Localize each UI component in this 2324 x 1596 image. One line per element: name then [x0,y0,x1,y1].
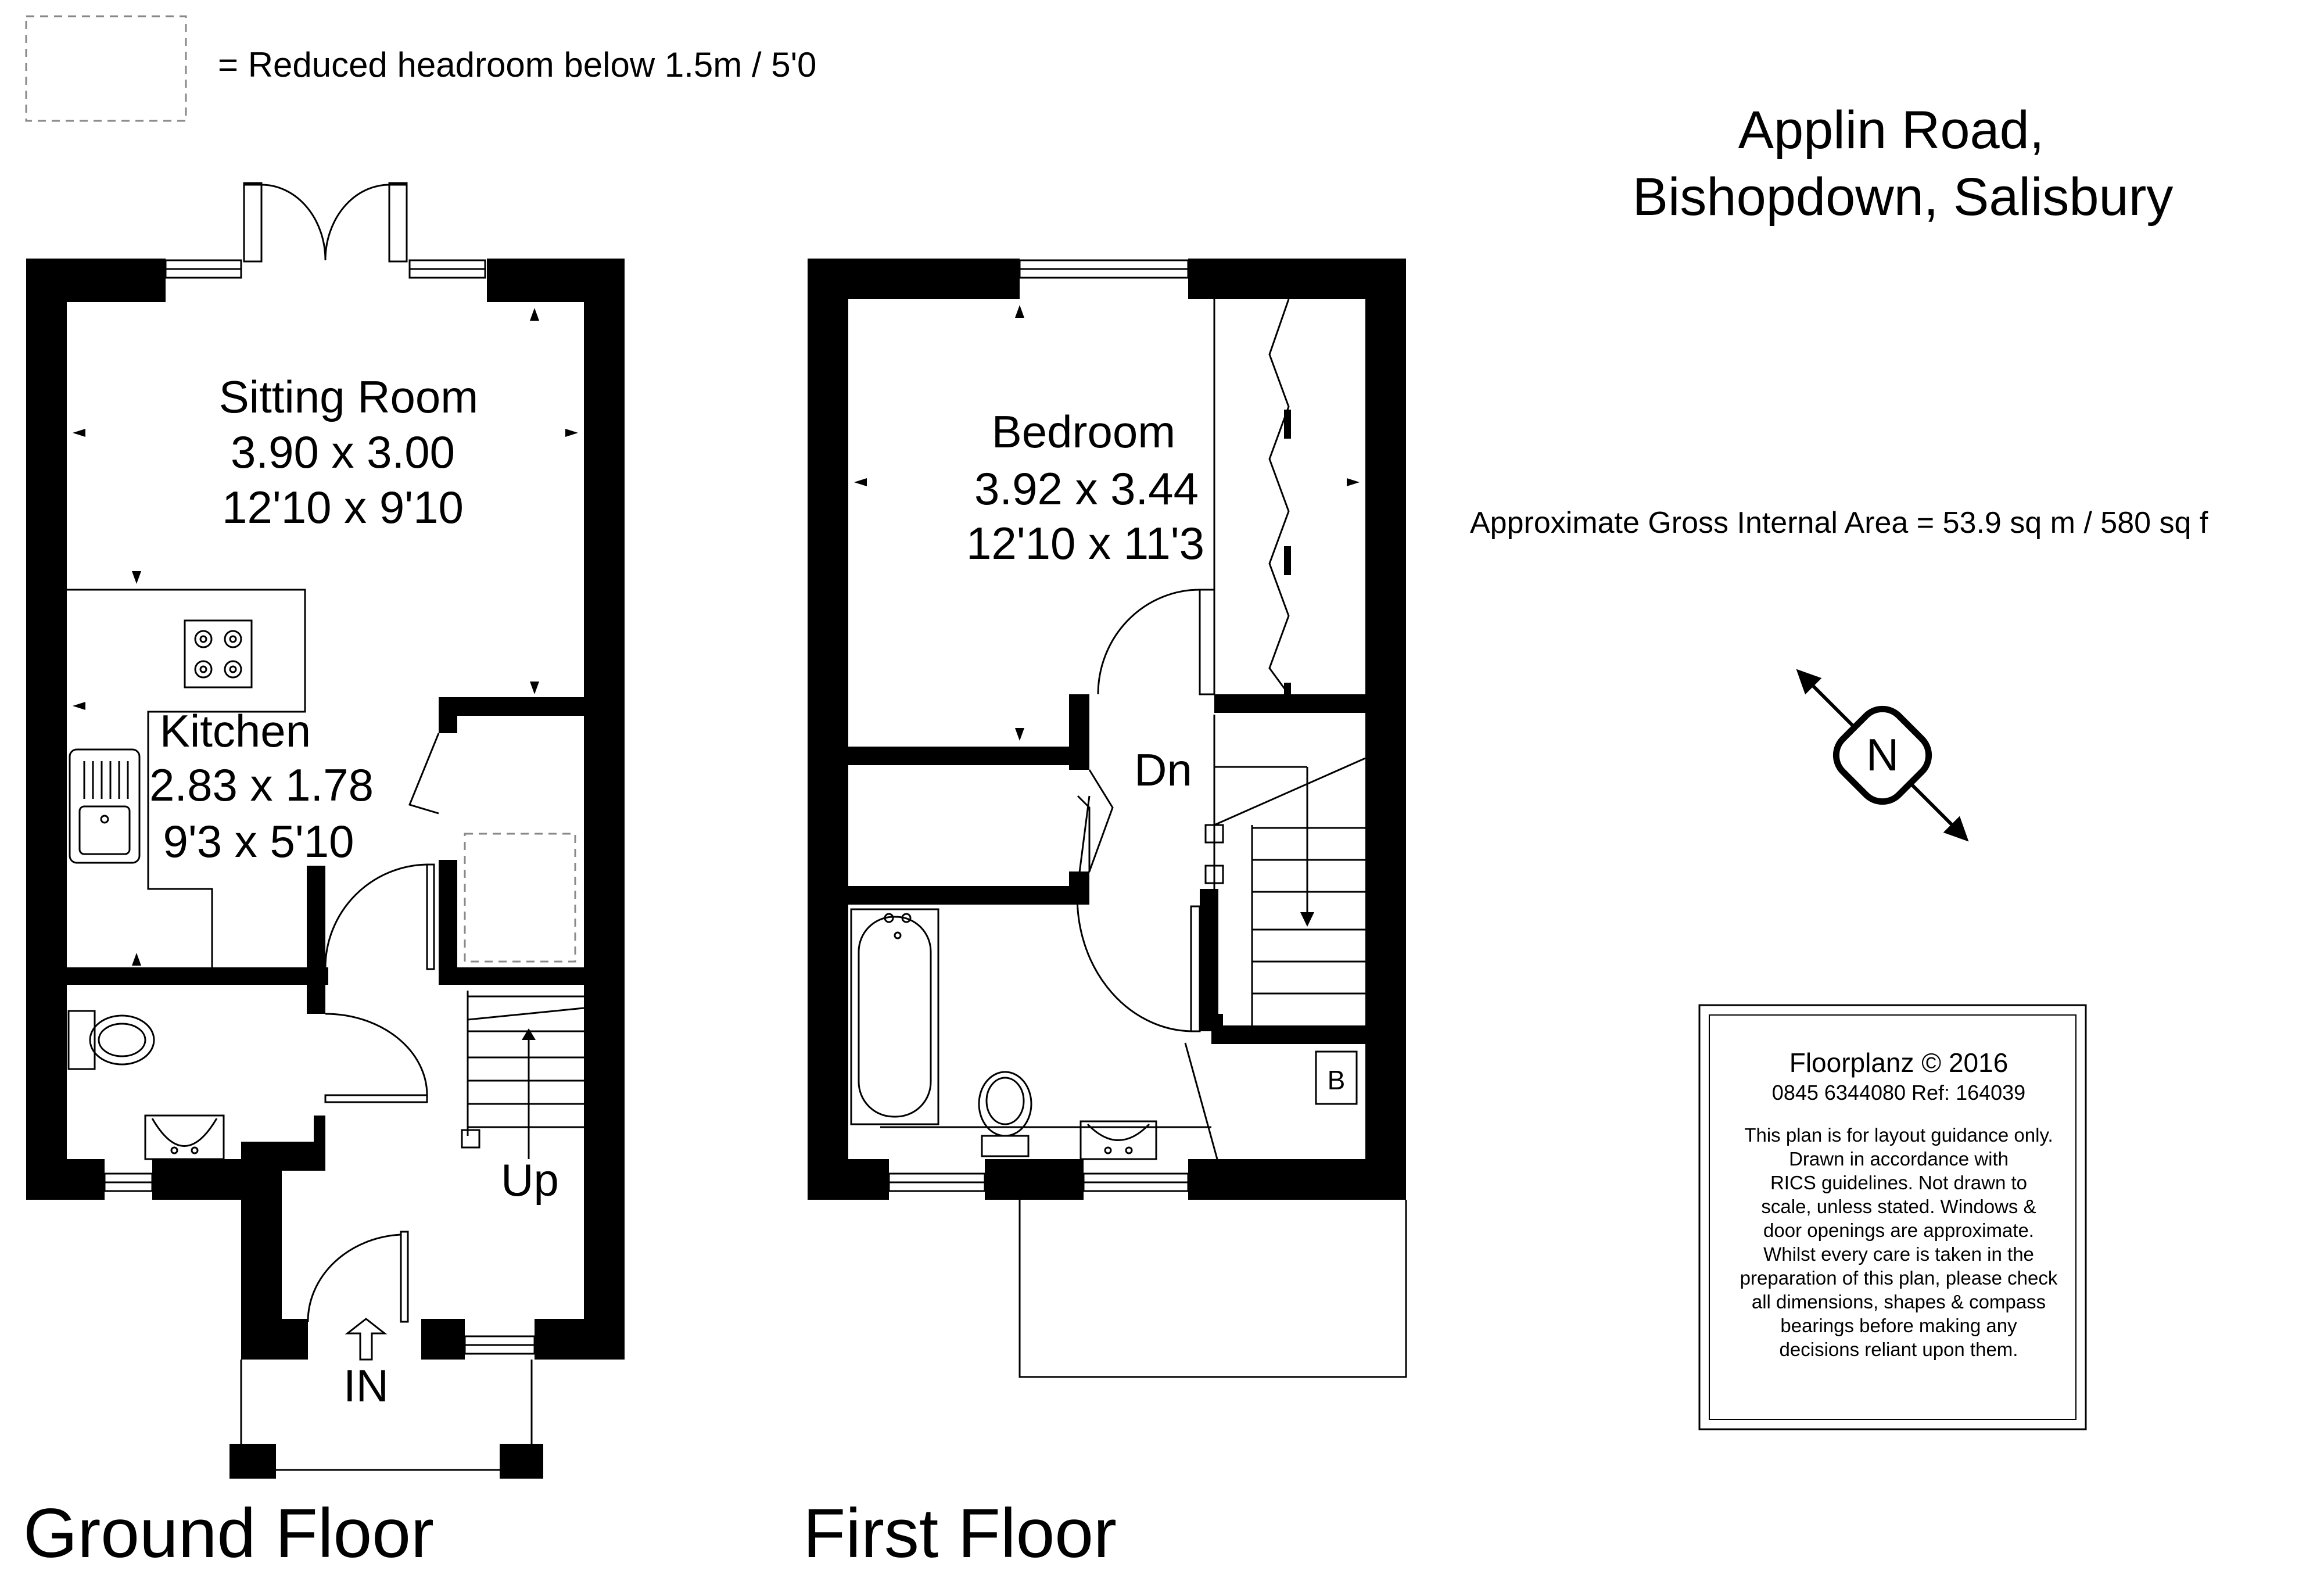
kitchen-metric: 2.83 x 1.78 [149,759,374,810]
porch-post-left [229,1444,276,1479]
bedroom-name: Bedroom [992,406,1176,457]
gf-wall-right [584,259,625,1360]
disclaimer-line: all dimensions, shapes & compass [1752,1291,2046,1312]
ff-wall-bath-landing [1200,889,1218,1031]
compass-label: N [1866,729,1899,780]
first-floor-label: First Floor [803,1494,1117,1572]
gf-reduced-headroom [464,833,576,963]
gf-toilet [67,1010,155,1070]
sitting-room-imperial: 12'10 x 9'10 [222,482,464,533]
kitchen-imperial: 9'3 x 5'10 [163,816,354,867]
kitchen-name: Kitchen [160,705,311,756]
disclaimer-line: decisions reliant upon them. [1780,1339,2018,1360]
ff-wardrobe-doors [1213,299,1291,697]
compass: N [1796,669,1969,842]
disclaimer-line: door openings are approximate. [1763,1220,2034,1241]
bedroom-metric: 3.92 x 3.44 [974,463,1199,514]
gf-wall-cupboard-left [439,716,457,733]
gf-front-door-leaf [400,1231,409,1323]
bedroom-imperial: 12'10 x 11'3 [966,518,1204,569]
ff-wall-left [808,259,848,1200]
reduced-headroom-swatch [25,15,187,122]
ff-wall-right [1365,259,1406,1200]
ff-wall-landing-left-top [1069,694,1089,770]
gf-cupboard-door [408,733,440,815]
disclaimer-line: bearings before making any [1780,1315,2017,1336]
ff-bathroom-door-leaf [1190,905,1201,1032]
ff-bedroom-door-leaf [1199,589,1215,695]
porch-post-right [500,1444,543,1479]
ff-bath [850,908,939,1125]
french-doors [243,182,408,263]
disclaimer-line: scale, unless stated. Windows & [1761,1196,2036,1217]
gf-wall-cupboard-top [439,697,584,716]
gf-wall-porch-bottom-rr [535,1319,625,1360]
gross-internal-area: Approximate Gross Internal Area = 53.9 s… [1470,506,2208,540]
address-line-1: Applin Road, [1738,101,2045,160]
disclaimer-line: preparation of this plan, please check [1740,1267,2058,1289]
disclaimer-line: RICS guidelines. Not drawn to [1770,1172,2027,1193]
hob [184,619,253,688]
gf-wall-cupboard-left2 [439,860,457,985]
sitting-room-name: Sitting Room [219,371,479,422]
kitchen-sink [69,748,141,864]
legend-text: = Reduced headroom below 1.5m / 5'0 [218,45,816,84]
ff-wall-cupboard-bath [848,886,1078,905]
gf-wall-wc-step [241,1142,325,1171]
legend: = Reduced headroom below 1.5m / 5'0 [25,15,816,122]
ff-wall-bedroom-cupboard [848,747,1078,765]
disclaimer-line: This plan is for layout guidance only. [1744,1124,2053,1146]
stairs-down-label: Dn [1134,744,1192,795]
gf-dimension-ticks [73,308,578,966]
ff-wall-bedroom-stairs [1214,694,1365,713]
entrance-label: IN [343,1360,389,1411]
disclaimer-ref: 0845 6344080 Ref: 164039 [1772,1081,2025,1104]
ground-floor-label: Ground Floor [23,1494,434,1572]
compass-badge [1832,705,1932,805]
ff-airing-door [1184,1042,1218,1160]
kitchen-worktop [67,589,306,967]
ground-floor-plan: Sitting Room 3.90 x 3.00 12'10 x 9'10 Ki… [23,182,625,1572]
gf-wall-cupboard-bottom [439,967,584,985]
gf-wall-porch-bottom-l [241,1319,308,1360]
first-floor-plan: B [803,259,1407,1572]
disclaimer-title: Floorplanz © 2016 [1789,1048,2009,1078]
sitting-room-metric: 3.90 x 3.00 [231,426,455,478]
gf-wc-door-leaf [324,1094,428,1103]
ff-stairs [1204,715,1366,1025]
ff-wall-bottom-m [985,1159,1084,1200]
address-line-2: Bishopdown, Salisbury [1633,167,2174,227]
gf-wall-left [26,259,67,1200]
gf-wall-bottom-mid [152,1159,241,1200]
disclaimer-line: Whilst every care is taken in the [1763,1243,2034,1265]
gf-wall-porch-bottom-r [421,1319,465,1360]
gf-wall-wc-step2 [314,1116,325,1150]
ff-porch-roof-outline [1018,1200,1407,1378]
disclaimer-line: Drawn in accordance with [1789,1148,2009,1170]
ff-wall-airing [1211,1025,1365,1044]
ff-wall-bottom-r [1188,1159,1406,1200]
gf-wall-kitchen-stub [307,866,325,1014]
gf-wall-kitchen-wc [67,967,328,985]
gf-basin [144,1114,225,1160]
disclaimer-box: Floorplanz © 2016 0845 6344080 Ref: 1640… [1698,1004,2087,1430]
address: Applin Road, Bishopdown, Salisbury [1633,101,2174,227]
gf-stairs [461,991,584,1159]
compass-north-arrow-icon [1796,669,1822,695]
ff-cupboard-door [1088,769,1114,872]
ff-wall-bottom-l [808,1159,889,1200]
entrance-arrow [345,1318,388,1361]
ff-basin [1079,1120,1157,1160]
ff-dimension-ticks [854,305,1360,741]
stairs-up-label: Up [501,1154,559,1206]
gf-wall-bottom-left [26,1159,105,1200]
ff-toilet [978,1071,1032,1157]
boiler [1315,1050,1358,1105]
gf-hall-door-leaf [426,863,435,970]
boiler-label: B [1328,1065,1346,1095]
